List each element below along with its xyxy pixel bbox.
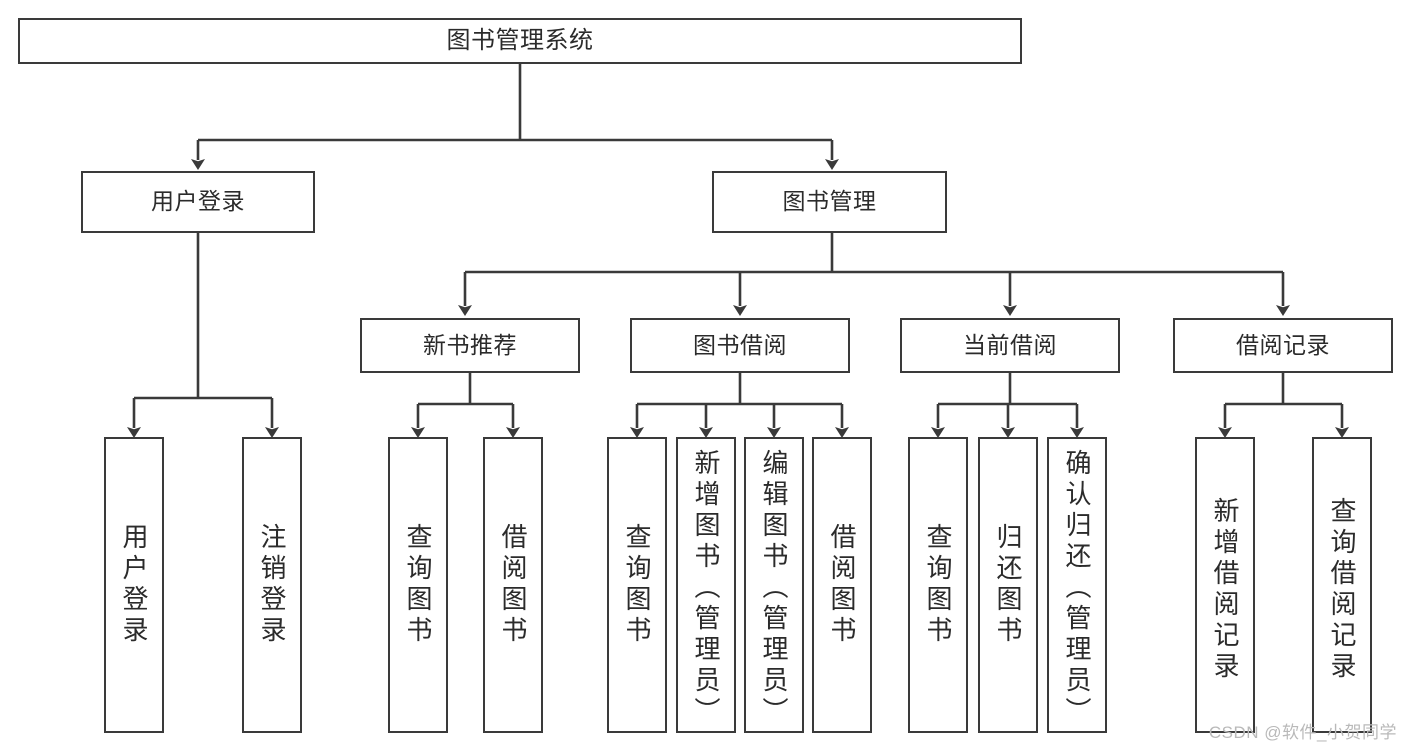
node-label: 借阅图书 — [827, 523, 857, 647]
node-label: 借阅记录 — [1236, 331, 1330, 358]
node-leaf-return-book[interactable]: 归还图书 — [978, 437, 1038, 733]
node-label: 归还图书 — [993, 523, 1023, 647]
node-label: 图书管理系统 — [446, 26, 594, 54]
node-root[interactable]: 图书管理系统 — [18, 18, 1022, 64]
node-leaf-logout[interactable]: 注销登录 — [242, 437, 302, 733]
node-label: 查询图书 — [622, 523, 652, 647]
node-label: 借阅图书 — [498, 523, 528, 647]
node-label: 注销登录 — [257, 523, 287, 647]
node-leaf-query-book-1[interactable]: 查询图书 — [388, 437, 448, 733]
node-book-manage[interactable]: 图书管理 — [712, 171, 947, 233]
node-leaf-add-record[interactable]: 新增借阅记录 — [1195, 437, 1255, 733]
node-user-login[interactable]: 用户登录 — [81, 171, 315, 233]
node-label: 新增图书（管理员） — [691, 449, 721, 728]
node-label: 确认归还（管理员） — [1062, 449, 1092, 728]
node-label: 查询图书 — [403, 523, 433, 647]
node-label: 新增借阅记录 — [1210, 497, 1240, 683]
node-label: 查询借阅记录 — [1327, 497, 1357, 683]
node-label: 查询图书 — [923, 523, 953, 647]
node-leaf-borrow-book-2[interactable]: 借阅图书 — [812, 437, 872, 733]
node-leaf-confirm-return[interactable]: 确认归还（管理员） — [1047, 437, 1107, 733]
node-book-borrow[interactable]: 图书借阅 — [630, 318, 850, 373]
node-leaf-add-book[interactable]: 新增图书（管理员） — [676, 437, 736, 733]
node-leaf-query-book-3[interactable]: 查询图书 — [908, 437, 968, 733]
node-label: 图书管理 — [782, 188, 877, 215]
node-leaf-query-record[interactable]: 查询借阅记录 — [1312, 437, 1372, 733]
node-label: 当前借阅 — [963, 331, 1057, 358]
node-label: 用户登录 — [119, 523, 149, 647]
node-borrow-record[interactable]: 借阅记录 — [1173, 318, 1393, 373]
node-label: 图书借阅 — [693, 331, 787, 358]
node-current-borrow[interactable]: 当前借阅 — [900, 318, 1120, 373]
node-label: 编辑图书（管理员） — [759, 449, 789, 728]
node-label: 新书推荐 — [423, 331, 517, 358]
node-leaf-user-login[interactable]: 用户登录 — [104, 437, 164, 733]
node-leaf-borrow-book-1[interactable]: 借阅图书 — [483, 437, 543, 733]
node-label: 用户登录 — [151, 188, 245, 215]
watermark-text: CSDN @软件_小贺同学 — [1208, 723, 1397, 742]
node-leaf-edit-book[interactable]: 编辑图书（管理员） — [744, 437, 804, 733]
node-new-book-recommend[interactable]: 新书推荐 — [360, 318, 580, 373]
node-leaf-query-book-2[interactable]: 查询图书 — [607, 437, 667, 733]
